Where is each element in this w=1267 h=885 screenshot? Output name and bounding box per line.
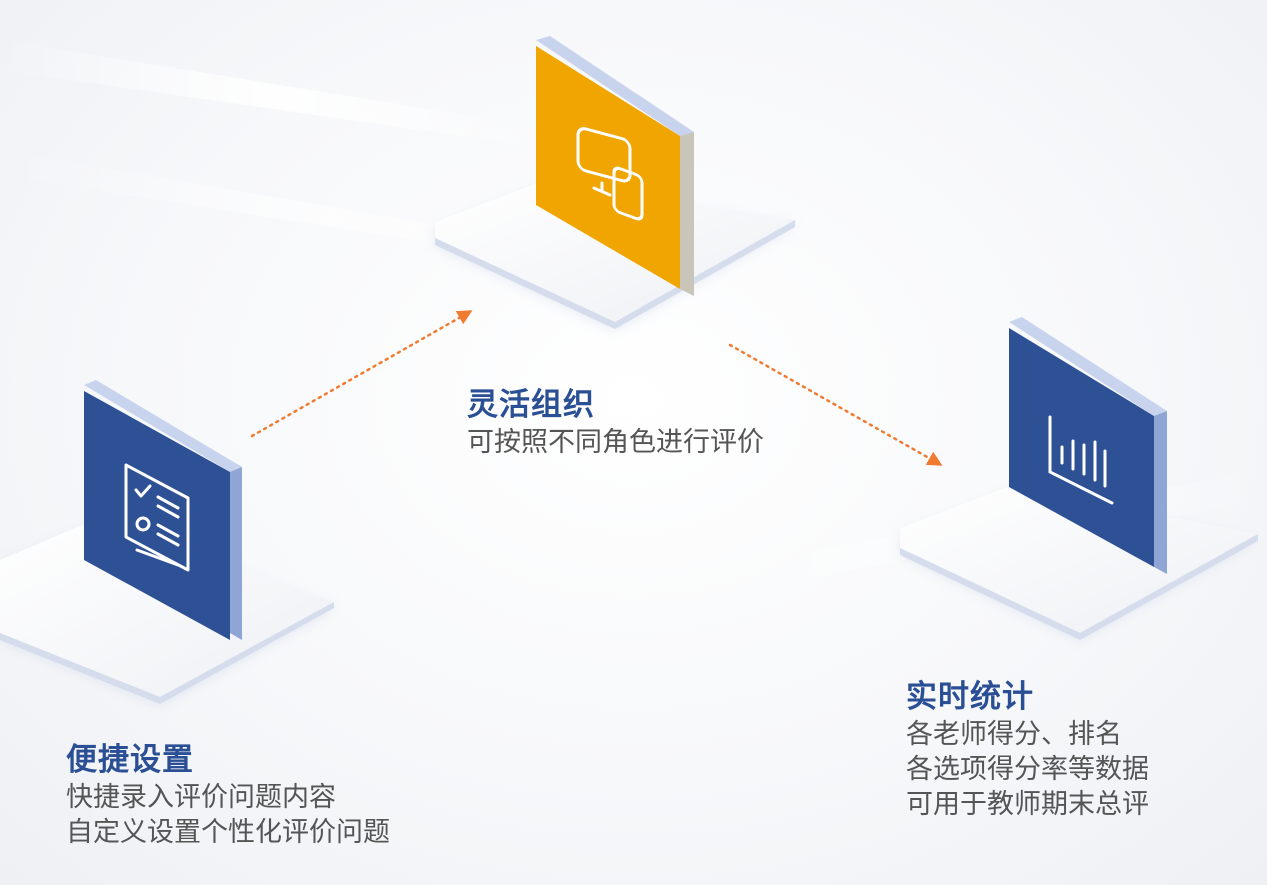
organize-block-face xyxy=(536,46,680,289)
setup-block-top xyxy=(84,380,242,472)
stats-block-top xyxy=(1009,317,1167,416)
arrow-organize-to-stats xyxy=(728,343,943,466)
organize-text: 灵活组织 可按照不同角色进行评价 xyxy=(467,385,764,460)
organize-title: 灵活组织 xyxy=(467,387,595,423)
stats-block-side xyxy=(1154,405,1167,574)
organize-platform xyxy=(435,182,795,322)
stats-block-face xyxy=(1009,328,1154,567)
checklist-form-icon xyxy=(124,463,190,572)
setup-line-2: 自定义设置个性化评价问题 xyxy=(66,817,390,848)
stats-tile xyxy=(900,317,1258,640)
organize-block-top xyxy=(536,36,694,136)
stats-title: 实时统计 xyxy=(906,679,1034,715)
bar-chart-icon xyxy=(1048,415,1114,505)
devices-icon xyxy=(576,127,644,221)
setup-block-face xyxy=(84,391,230,640)
stats-line-2: 各选项得分率等数据 xyxy=(906,754,1149,785)
setup-block-side xyxy=(230,460,242,640)
setup-line-1: 快捷录入评价问题内容 xyxy=(66,782,336,813)
arrow-setup-to-organize xyxy=(250,310,473,438)
organize-block-side xyxy=(680,125,694,296)
organize-tile xyxy=(435,36,795,330)
setup-text: 便捷设置 快捷录入评价问题内容 自定义设置个性化评价问题 xyxy=(66,740,390,850)
stats-line-3: 可用于教师期末总评 xyxy=(906,789,1149,820)
organize-line-1: 可按照不同角色进行评价 xyxy=(467,427,764,458)
setup-title: 便捷设置 xyxy=(66,742,194,778)
setup-platform xyxy=(0,516,334,697)
stats-platform xyxy=(900,486,1258,633)
stats-line-1: 各老师得分、排名 xyxy=(906,719,1122,750)
stats-text: 实时统计 各老师得分、排名 各选项得分率等数据 可用于教师期末总评 xyxy=(906,677,1149,822)
setup-tile xyxy=(0,380,334,705)
